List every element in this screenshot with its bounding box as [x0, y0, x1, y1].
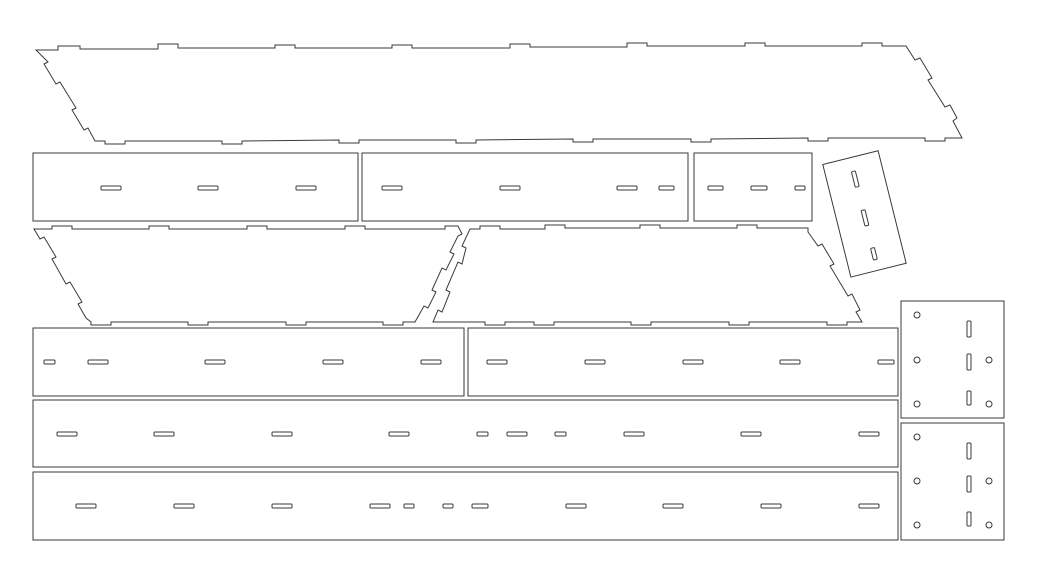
hole: [985, 400, 993, 408]
slot: [322, 359, 344, 365]
slot: [153, 431, 175, 437]
slot: [369, 503, 391, 509]
slot: [750, 185, 768, 191]
slot: [420, 359, 442, 365]
slot: [858, 503, 880, 509]
slot: [506, 431, 528, 437]
slot: [75, 503, 97, 509]
slot: [554, 431, 567, 437]
slot: [966, 511, 972, 527]
hole: [985, 477, 993, 485]
rect-panel-e: [467, 327, 899, 397]
rect-panel-b: [361, 152, 689, 222]
slot: [794, 185, 806, 191]
slot: [779, 359, 801, 365]
hole: [913, 477, 921, 485]
slot: [966, 442, 972, 460]
tilted-panel: [822, 150, 907, 278]
slot: [100, 185, 122, 191]
rect-panel-a: [32, 152, 359, 222]
top-parallelogram-panel: [34, 42, 963, 145]
slot: [584, 359, 606, 365]
slot: [860, 209, 870, 227]
slot: [966, 390, 972, 406]
middle-parallelogram-left: [33, 225, 463, 326]
slot: [851, 170, 860, 188]
bracket-lower: [900, 422, 1005, 541]
slot: [197, 185, 219, 191]
hole: [913, 521, 921, 529]
rect-panel-d: [32, 327, 465, 397]
slot: [662, 503, 684, 509]
slot: [870, 247, 878, 261]
hole: [913, 433, 921, 441]
slot: [87, 359, 109, 365]
slot: [442, 503, 454, 509]
hole: [913, 311, 921, 319]
slot: [623, 431, 645, 437]
long-panel-lower: [32, 471, 899, 541]
slot: [486, 359, 508, 365]
slot: [858, 431, 880, 437]
slot: [565, 503, 587, 509]
slot: [476, 431, 489, 437]
slot: [658, 185, 675, 191]
hole: [985, 521, 993, 529]
slot: [56, 431, 78, 437]
slot: [204, 359, 226, 365]
hole: [913, 400, 921, 408]
slot: [471, 503, 489, 509]
slot: [271, 503, 293, 509]
slot: [760, 503, 782, 509]
hole: [985, 356, 993, 364]
slot: [966, 353, 972, 371]
slot: [966, 320, 972, 338]
slot: [616, 185, 638, 191]
slot: [403, 503, 415, 509]
slot: [499, 185, 521, 191]
slot: [682, 359, 704, 365]
slot: [43, 359, 56, 365]
slot: [295, 185, 317, 191]
long-panel-upper: [32, 399, 899, 468]
slot: [740, 431, 762, 437]
middle-parallelogram-right: [432, 224, 863, 326]
rect-panel-c: [693, 152, 813, 222]
slot: [271, 431, 293, 437]
slot: [966, 475, 972, 493]
slot: [707, 185, 724, 191]
bracket-upper: [900, 300, 1005, 419]
slot: [388, 431, 410, 437]
slot: [877, 359, 895, 365]
hole: [913, 356, 921, 364]
slot: [173, 503, 195, 509]
slot: [381, 185, 403, 191]
